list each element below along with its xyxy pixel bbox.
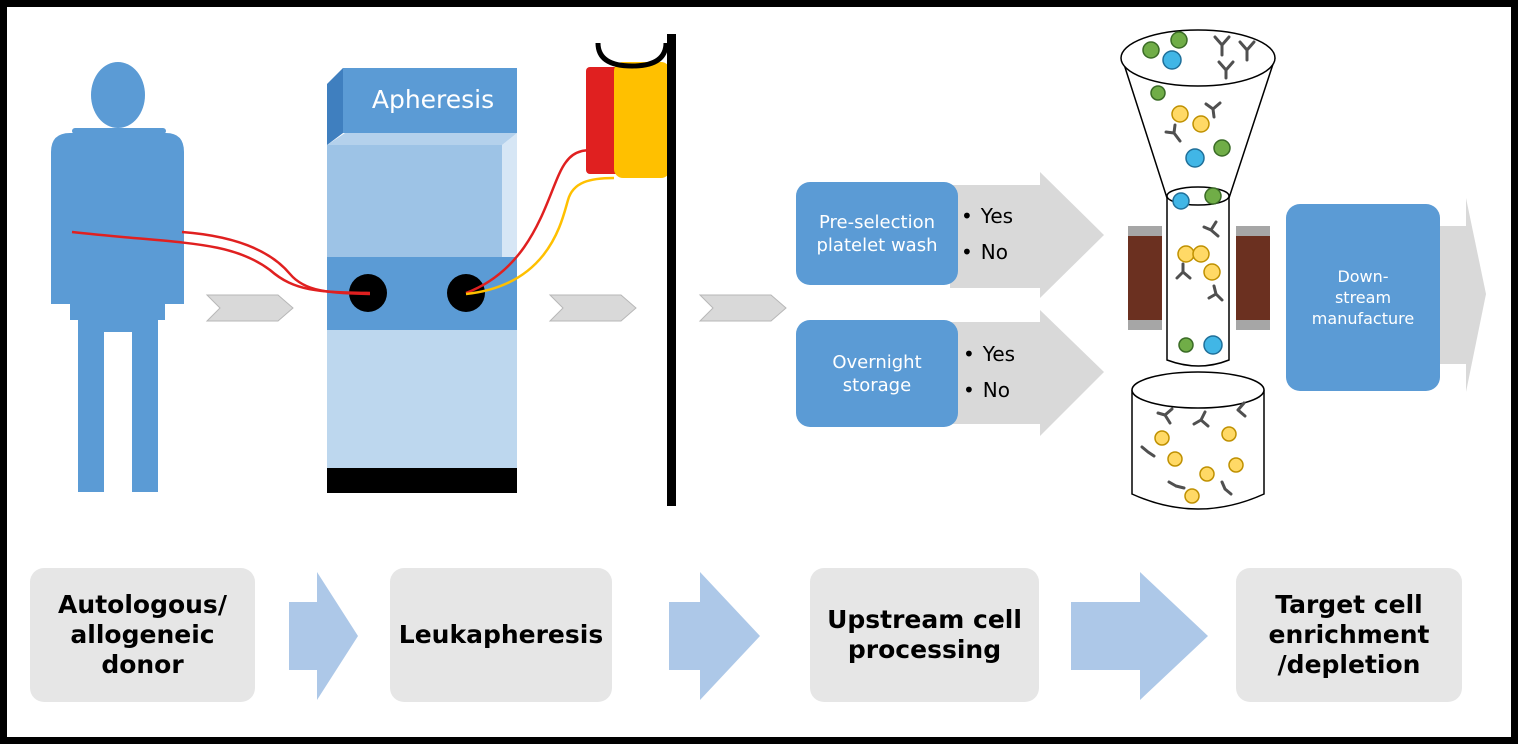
cells-blue (1162, 50, 1223, 355)
step-arrows (289, 572, 1208, 700)
step-target-cell-enrichment: Target cell enrichment /depletion (1236, 568, 1462, 702)
step-leukapheresis: Leukapheresis (390, 568, 612, 702)
option-no: No (961, 234, 1013, 270)
platelet-wash-box: Pre-selection platelet wash (796, 182, 958, 285)
apheresis-machine (327, 68, 517, 493)
overnight-storage-options: Yes No (963, 336, 1015, 408)
step-donor-label: Autologous/ allogeneic donor (58, 590, 227, 679)
option-yes: Yes (961, 198, 1013, 234)
platelet-wash-options: Yes No (961, 198, 1013, 270)
overnight-storage-box: Overnight storage (796, 320, 958, 427)
magnetic-column (1120, 29, 1276, 510)
downstream-arrow (1430, 198, 1486, 392)
option-no: No (963, 372, 1015, 408)
option-yes: Yes (963, 336, 1015, 372)
step-upstream-processing-label: Upstream cell processing (827, 605, 1022, 664)
step-upstream-processing: Upstream cell processing (810, 568, 1039, 702)
apheresis-label: Apheresis (371, 85, 495, 114)
cells-green (1142, 31, 1231, 353)
step-donor: Autologous/ allogeneic donor (30, 568, 255, 702)
tubing (71, 148, 615, 296)
step-leukapheresis-label: Leukapheresis (398, 620, 604, 649)
antibody-markers (1140, 35, 1256, 496)
flow-chevrons (205, 294, 787, 322)
collection-bags (586, 34, 676, 506)
cells-yellow (1154, 105, 1244, 504)
donor-figure (51, 62, 184, 492)
downstream-manufacture-box: Down-stream manufacture (1286, 204, 1440, 391)
overnight-storage-label: Overnight storage (832, 351, 922, 396)
platelet-wash-label: Pre-selection platelet wash (816, 211, 938, 256)
step-target-cell-enrichment-label: Target cell enrichment /depletion (1268, 590, 1430, 679)
downstream-manufacture-label: Down-stream manufacture (1311, 267, 1415, 328)
